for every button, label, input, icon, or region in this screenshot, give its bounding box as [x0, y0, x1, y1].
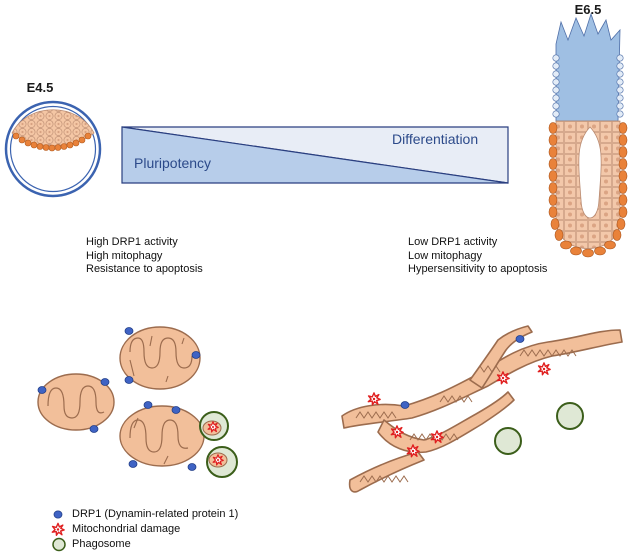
e45-primitive-endoderm [12, 132, 92, 152]
e65-visceral-endoderm-upper [552, 54, 624, 118]
late-feature-item: Low DRP1 activity [408, 236, 498, 248]
e45-blastocyst [4, 100, 102, 198]
e65-egg-cylinder [548, 12, 628, 258]
stage-label-e65: E6.5 [575, 2, 602, 17]
legend-item-damage: Mitochondrial damage [50, 522, 238, 537]
late-feature-item: Low mitophagy [408, 249, 482, 262]
phagosome [556, 402, 584, 430]
mitochondrion [37, 373, 115, 431]
legend-label: Mitochondrial damage [72, 523, 181, 535]
legend-label: Phagosome [72, 538, 131, 550]
legend-item-drp1: DRP1 (Dynamin-related protein 1) [50, 507, 238, 522]
legend: DRP1 (Dynamin-related protein 1) Mitocho… [50, 507, 238, 552]
phagosome [199, 411, 229, 441]
differentiation-label: Differentiation [392, 131, 478, 147]
early-feature-item: Resistance to apoptosis [86, 263, 203, 275]
e65-visceral-endoderm [548, 122, 628, 258]
late-feature-item: Hypersensitivity to apoptosis [408, 263, 548, 275]
drp1-dots [37, 327, 201, 471]
fused-mitochondrial-network [341, 325, 623, 493]
drp1-dot-icon [53, 510, 63, 519]
pluripotency-wedge [121, 126, 509, 184]
phagosome-icon [52, 537, 66, 552]
stage-label-e45: E4.5 [27, 80, 54, 95]
pluripotency-differentiation-gradient: Differentiation Pluripotency [121, 126, 509, 184]
legend-label: DRP1 (Dynamin-related protein 1) [72, 508, 239, 520]
early-features-list: High DRP1 activity High mitophagy Resist… [86, 236, 203, 277]
damage-star-icon [51, 522, 65, 536]
mitochondrion [119, 326, 201, 390]
drp1-dots [400, 335, 525, 409]
late-features-list: Low DRP1 activity Low mitophagy Hypersen… [408, 236, 547, 277]
fragmented-mitochondria [37, 326, 238, 478]
phagosome [494, 427, 522, 455]
early-feature-item: High mitophagy [86, 249, 163, 262]
mitochondrion [119, 405, 205, 467]
pluripotency-label: Pluripotency [134, 155, 211, 171]
legend-item-phagosome: Phagosome [50, 537, 238, 552]
e65-proamniotic-cavity [578, 126, 602, 219]
early-feature-item: High DRP1 activity [86, 236, 178, 248]
e65-extraembryonic-region [555, 12, 621, 122]
phagosome [206, 446, 238, 478]
